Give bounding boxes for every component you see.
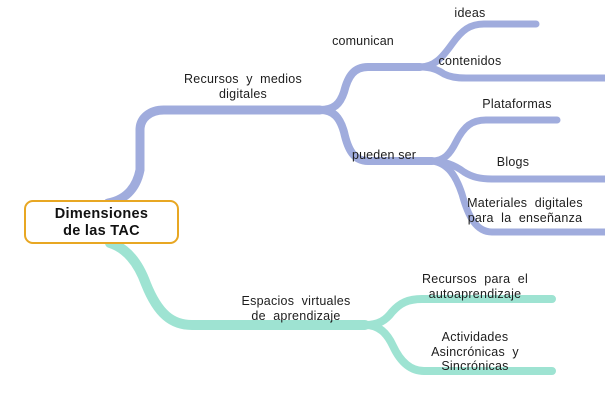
node-label-contenidos[interactable]: contenidos [438, 54, 502, 68]
root-node-dimensiones-de-las-tac[interactable]: Dimensiones de las TAC [24, 200, 179, 244]
wire-espacios-to-autoaprendizaje [361, 295, 556, 329]
node-label-recursos-autoaprendizaje[interactable]: Recursos para el autoaprendizaje [422, 272, 528, 301]
node-label-materiales-digitales[interactable]: Materiales digitales para la enseñanza [467, 196, 583, 225]
wire-recursos-to-pueden-ser [316, 106, 436, 165]
root-node-label: Dimensiones de las TAC [54, 206, 149, 239]
node-label-espacios-virtuales-de-aprendizaje[interactable]: Espacios virtuales de aprendizaje [241, 294, 351, 323]
connector-label-pueden-ser[interactable]: pueden ser [351, 148, 417, 162]
wire-root-to-espacios [105, 238, 370, 330]
node-label-ideas[interactable]: ideas [454, 6, 486, 20]
node-label-recursos-y-medios-digitales[interactable]: Recursos y medios digitales [184, 72, 302, 101]
node-label-actividades-asincronicas-sincronicas[interactable]: Actividades Asincrónicas y Sincrónicas [431, 330, 519, 373]
connector-label-comunican[interactable]: comunican [332, 34, 394, 48]
wire-comunican-to-contenidos [416, 63, 605, 82]
node-label-blogs[interactable]: Blogs [496, 155, 530, 169]
wire-root-to-recursos [103, 105, 325, 208]
node-label-plataformas[interactable]: Plataformas [482, 97, 552, 111]
wire-pueden-ser-to-materiales [428, 157, 605, 236]
wire-recursos-to-comunican [316, 63, 424, 114]
wire-comunican-to-ideas [416, 20, 534, 71]
wire-espacios-to-actividades [361, 321, 556, 375]
